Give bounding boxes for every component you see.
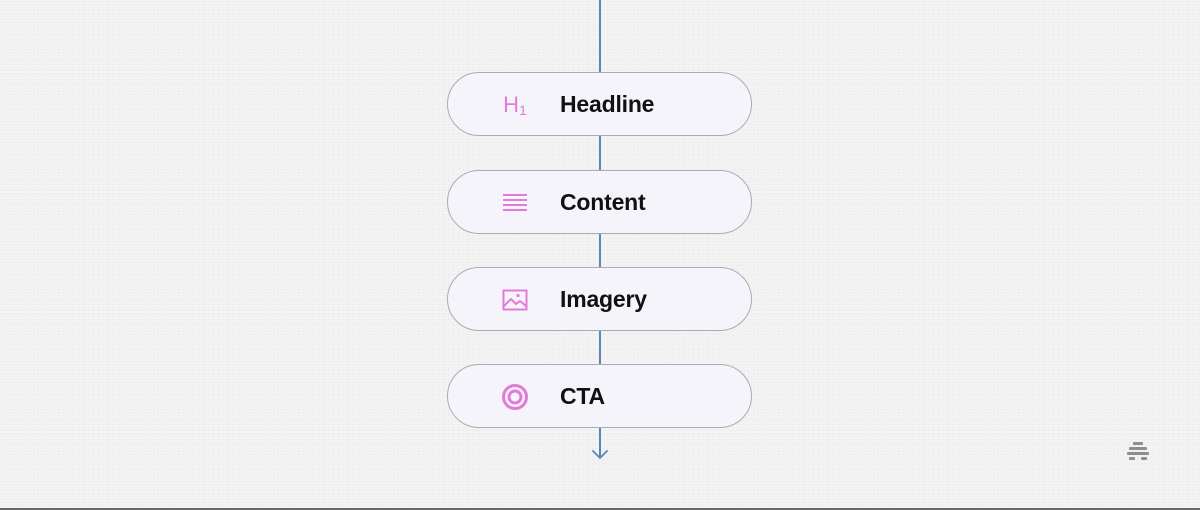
connector-line-2: [599, 234, 601, 267]
bottom-border: [0, 508, 1200, 510]
text-lines-icon: [501, 189, 529, 217]
target-icon: [501, 383, 529, 411]
connector-line-top: [599, 0, 601, 72]
image-icon: [501, 286, 529, 314]
step-label: Imagery: [560, 286, 647, 312]
connector-line-bottom: [599, 428, 601, 458]
step-headline: H1 Headline: [447, 72, 752, 136]
arrow-down-icon: [592, 450, 608, 460]
step-content: Content: [447, 170, 752, 234]
connector-line-1: [599, 136, 601, 170]
step-cta: CTA: [447, 364, 752, 428]
h1-heading-icon: H1: [503, 92, 527, 118]
connector-line-3: [599, 331, 601, 364]
step-imagery: Imagery: [447, 267, 752, 331]
brand-logo-icon: [1127, 442, 1149, 460]
step-label: Headline: [560, 91, 655, 117]
step-label: CTA: [560, 383, 605, 409]
step-label: Content: [560, 189, 646, 215]
